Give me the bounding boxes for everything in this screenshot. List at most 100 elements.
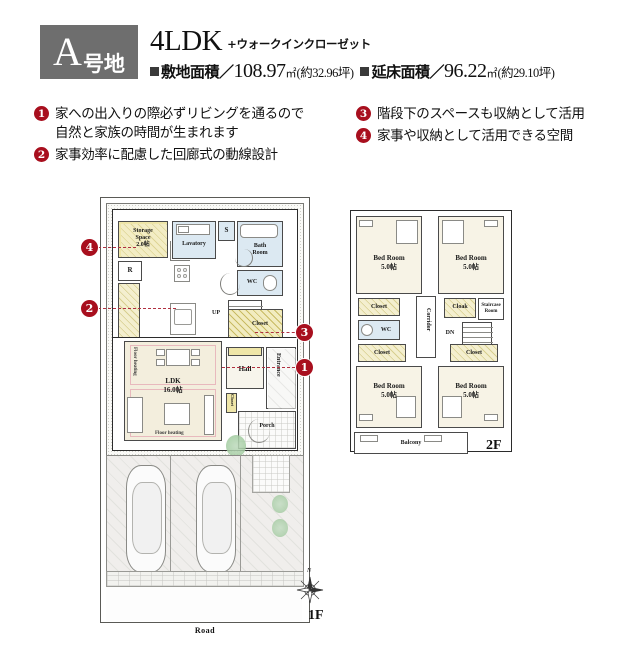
madori-row: 4LDK +ウォークインクローゼット bbox=[150, 26, 554, 56]
feature-number-1: 1 bbox=[34, 106, 49, 121]
vanity-counter bbox=[176, 224, 210, 235]
dining-chair-1 bbox=[156, 349, 165, 356]
sofa bbox=[127, 397, 143, 433]
label-floor-heating-a: Floor heating bbox=[132, 347, 137, 376]
label-cloak: Cloak bbox=[452, 304, 468, 310]
dining-chair-4 bbox=[191, 359, 200, 366]
label-shower-s: S bbox=[224, 226, 229, 234]
room-staircase bbox=[478, 298, 504, 320]
square-bullet-icon-2 bbox=[360, 67, 370, 76]
label-storage-space: Storage bbox=[133, 228, 153, 234]
label-staircase-room: Staircase bbox=[481, 303, 501, 308]
door-arc-porch bbox=[248, 419, 270, 443]
dining-chair-2 bbox=[156, 359, 165, 366]
label-ldk-size: 16.0帖 bbox=[163, 386, 183, 394]
coffee-table-rug bbox=[164, 403, 190, 425]
feature-text-wrap-1: 家への出入りの際必ずリビングを通るので 自然と家族の時間が生まれます bbox=[55, 104, 304, 142]
basin bbox=[178, 226, 189, 233]
stair2-tread-3 bbox=[463, 337, 493, 338]
label-storage-space-2: Space bbox=[135, 235, 151, 241]
label-entrance: Entrance bbox=[275, 353, 281, 377]
label-bath-room-2: Room bbox=[252, 250, 268, 256]
marker-2: 2 bbox=[81, 300, 98, 317]
room-refrigerator-niche bbox=[118, 261, 142, 281]
label-bed-room-1-size: 5.0帖 bbox=[381, 263, 397, 271]
car-2 bbox=[196, 465, 236, 573]
entrance-texture bbox=[268, 349, 296, 409]
label-bed-room-4-size: 5.0帖 bbox=[463, 391, 479, 399]
title-block: 4LDK +ウォークインクローゼット 敷地面積 ／ 108.97 ㎡ (約32.… bbox=[150, 26, 555, 83]
label-floor-1f: 1F bbox=[308, 608, 324, 623]
label-storage-space-size: 2.0帖 bbox=[136, 242, 150, 248]
bed-3 bbox=[396, 396, 416, 418]
site-area-tsubo: (約32.96坪) bbox=[296, 66, 354, 80]
label-closet-2: Closet bbox=[374, 350, 390, 356]
stove bbox=[174, 265, 190, 282]
door-arc-bath bbox=[235, 249, 253, 267]
floor-plan-2f: Bed Room 5.0帖 Bed Room 5.0帖 Closet Cloak… bbox=[350, 210, 520, 475]
site-area-slash: ／ bbox=[219, 65, 234, 81]
room-closet-1 bbox=[358, 298, 400, 316]
stair-tread-1 bbox=[229, 306, 263, 307]
stair2-tread-4 bbox=[463, 342, 493, 343]
label-floor-heating-b: Floor heating bbox=[155, 431, 184, 436]
marker-4: 4 bbox=[81, 239, 98, 256]
closet-left-run bbox=[118, 283, 140, 349]
bed-2 bbox=[442, 220, 464, 244]
burner-4 bbox=[183, 274, 187, 278]
burner-1 bbox=[177, 268, 181, 272]
floor-area-value: 96.22 bbox=[444, 60, 487, 82]
desk-2 bbox=[484, 220, 498, 227]
feature-item-1: 1 家への出入りの際必ずリビングを通るので 自然と家族の時間が生まれます bbox=[34, 104, 334, 142]
label-closet-3: Closet bbox=[466, 350, 482, 356]
door-arc-lavatory bbox=[170, 241, 190, 261]
label-ldk: LDK bbox=[165, 377, 181, 385]
label-corridor: Corridor bbox=[425, 308, 431, 332]
lot-badge-letter: A bbox=[53, 29, 82, 74]
compass-rose: N bbox=[296, 568, 324, 604]
dining-chair-3 bbox=[191, 349, 200, 356]
label-wc-2f: WC bbox=[380, 327, 392, 333]
lot-badge: A 号地 bbox=[40, 25, 138, 79]
label-bed-room-3-size: 5.0帖 bbox=[381, 391, 397, 399]
storage-hatch bbox=[121, 224, 167, 257]
marker-3: 3 bbox=[296, 324, 313, 341]
label-bed-room-1: Bed Room bbox=[373, 254, 405, 262]
feature-column-right: 3 階段下のスペースも収納として活用 4 家事や収納として活用できる空間 bbox=[356, 104, 620, 148]
burner-2 bbox=[183, 268, 187, 272]
dining-table bbox=[166, 349, 190, 366]
parking-divider-2 bbox=[240, 455, 241, 585]
front-brick-strip bbox=[106, 571, 304, 587]
leader-line-2 bbox=[98, 308, 176, 309]
label-bath-room: Bath bbox=[253, 243, 267, 249]
label-bed-room-2-size: 5.0帖 bbox=[463, 263, 479, 271]
feature-text-1-line1: 家への出入りの際必ずリビングを通るので bbox=[55, 106, 304, 121]
compass-north-label: N bbox=[307, 568, 312, 574]
leader-line-1 bbox=[222, 367, 300, 368]
floor-heating-zone-upper bbox=[130, 345, 216, 385]
madori-type: 4LDK bbox=[150, 25, 223, 57]
parking-divider-1 bbox=[170, 455, 171, 585]
label-bed-room-4: Bed Room bbox=[455, 382, 487, 390]
balcony-rail-1 bbox=[360, 435, 378, 442]
car-1 bbox=[126, 465, 166, 573]
toilet-bowl-2f bbox=[361, 324, 373, 336]
madori-extra: +ウォークインクローゼット bbox=[227, 37, 371, 51]
feature-text-2-line1: 家事効率に配慮した回廊式の動線設計 bbox=[55, 147, 278, 162]
lot-badge-suffix: 号地 bbox=[82, 51, 125, 76]
feature-number-4: 4 bbox=[356, 128, 371, 143]
label-floor-2f: 2F bbox=[486, 438, 502, 453]
feature-number-3: 3 bbox=[356, 106, 371, 121]
room-bed-1 bbox=[356, 216, 422, 294]
bed-1 bbox=[396, 220, 418, 244]
label-up-stairs: UP bbox=[212, 310, 220, 316]
room-closet-2 bbox=[358, 344, 406, 362]
shrub-porch bbox=[226, 435, 246, 457]
approach-tiles bbox=[252, 455, 290, 493]
bathtub bbox=[240, 224, 278, 238]
room-corridor bbox=[416, 296, 436, 358]
stair2-tread-1 bbox=[463, 327, 493, 328]
room-closet-3 bbox=[450, 344, 498, 362]
label-wc-1f: WC bbox=[246, 279, 258, 285]
shrub-right-2 bbox=[272, 519, 288, 537]
